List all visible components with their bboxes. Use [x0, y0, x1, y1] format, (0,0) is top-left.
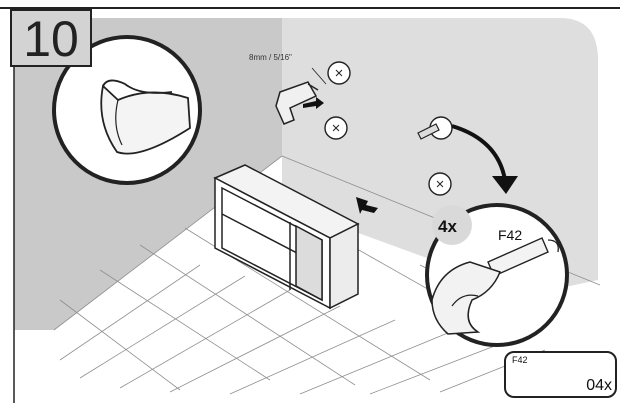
- step-number: 10: [12, 13, 90, 65]
- parts-list-quantity: 04x: [586, 377, 612, 395]
- parts-list-code: F42: [512, 355, 528, 365]
- detail-part-code: F42: [498, 227, 522, 243]
- detail-quantity-label: 4x: [438, 217, 457, 237]
- parts-list-box: F42 04x: [504, 351, 617, 398]
- drill-bit-size-label: 8mm / 5/16": [249, 53, 292, 62]
- step-number-box: 10: [10, 9, 92, 67]
